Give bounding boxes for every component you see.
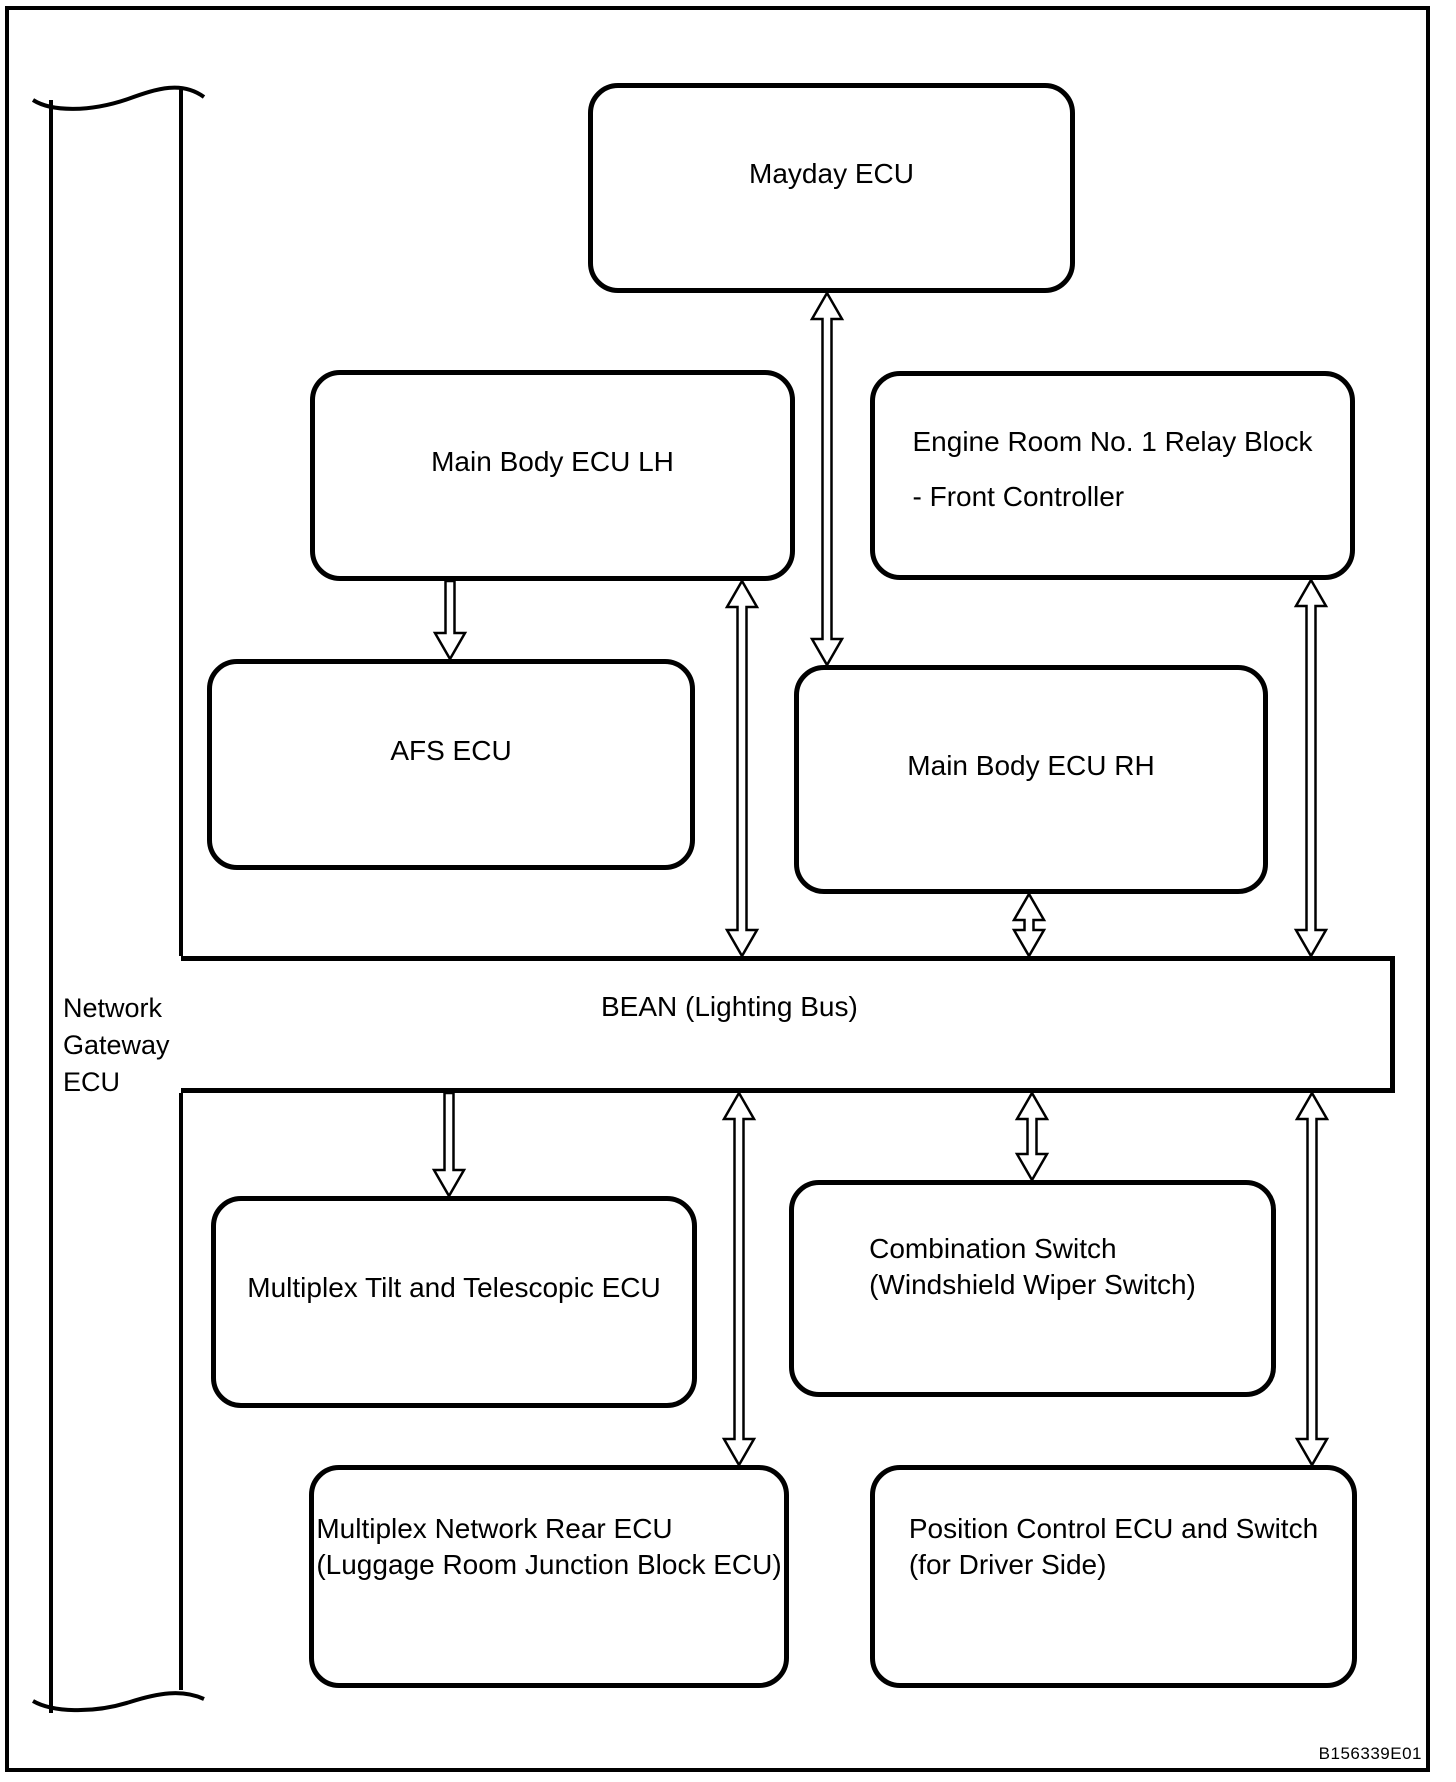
bus-break-wave-top xyxy=(31,85,206,111)
arrow-main-body-rh-to-bean xyxy=(1011,891,1047,959)
page-border xyxy=(5,6,1430,1772)
node-engine-room-relay-block: Engine Room No. 1 Relay Block - Front Co… xyxy=(870,371,1355,580)
node-multiplex-tilt-telescopic-ecu: Multiplex Tilt and Telescopic ECU xyxy=(211,1196,697,1408)
node-label-line2: (for Driver Side) xyxy=(908,1549,1107,1580)
node-main-body-ecu-rh: Main Body ECU RH xyxy=(794,665,1268,894)
arrow-bean-to-multiplex-rear xyxy=(721,1090,757,1468)
bus-break-wave-bottom xyxy=(31,1691,205,1713)
node-mayday-ecu: Mayday ECU xyxy=(588,83,1075,293)
node-label: AFS ECU xyxy=(390,734,512,766)
gateway-label-line2: Gateway xyxy=(63,1030,170,1060)
gateway-label-line1: Network xyxy=(63,993,163,1023)
node-afs-ecu: AFS ECU xyxy=(207,659,695,870)
node-label-line1: Position Control ECU and Switch xyxy=(908,1513,1319,1544)
arrow-bean-to-combination-switch xyxy=(1014,1090,1050,1183)
node-label-line2: (Windshield Wiper Switch) xyxy=(869,1269,1196,1300)
arrow-bean-to-position-control xyxy=(1294,1090,1330,1468)
node-label: Main Body ECU LH xyxy=(431,445,674,477)
arrow-bean-to-multiplex-tilt xyxy=(431,1091,467,1199)
node-main-body-ecu-lh: Main Body ECU LH xyxy=(310,370,795,581)
node-label: Mayday ECU xyxy=(749,158,914,189)
gateway-label-line3: ECU xyxy=(63,1067,121,1097)
arrow-mayday-to-main-body-rh xyxy=(809,290,845,668)
node-combination-switch: Combination Switch (Windshield Wiper Swi… xyxy=(789,1180,1276,1397)
node-label-line1: Engine Room No. 1 Relay Block xyxy=(912,426,1313,457)
arrow-main-body-lh-to-afs xyxy=(432,579,468,662)
arrow-main-body-lh-to-bean xyxy=(724,578,760,959)
node-position-control-ecu-switch: Position Control ECU and Switch (for Dri… xyxy=(870,1465,1357,1688)
arrow-engine-room-to-bean xyxy=(1293,577,1329,959)
bean-lighting-bus-bar xyxy=(181,956,1395,1093)
node-label: Main Body ECU RH xyxy=(907,749,1155,781)
node-label: Multiplex Tilt and Telescopic ECU xyxy=(247,1272,661,1303)
node-label-line2: - Front Controller xyxy=(912,481,1125,512)
node-label-line1: Multiplex Network Rear ECU xyxy=(316,1513,673,1544)
node-multiplex-network-rear-ecu: Multiplex Network Rear ECU (Luggage Room… xyxy=(309,1465,789,1688)
figure-id-label: B156339E01 xyxy=(1318,1744,1422,1763)
network-gateway-ecu-label: Network Gateway ECU xyxy=(63,990,170,1101)
node-label-line2: (Luggage Room Junction Block ECU) xyxy=(316,1549,782,1580)
node-label-line1: Combination Switch xyxy=(869,1233,1117,1264)
bean-bus-label: BEAN (Lighting Bus) xyxy=(601,991,858,1022)
